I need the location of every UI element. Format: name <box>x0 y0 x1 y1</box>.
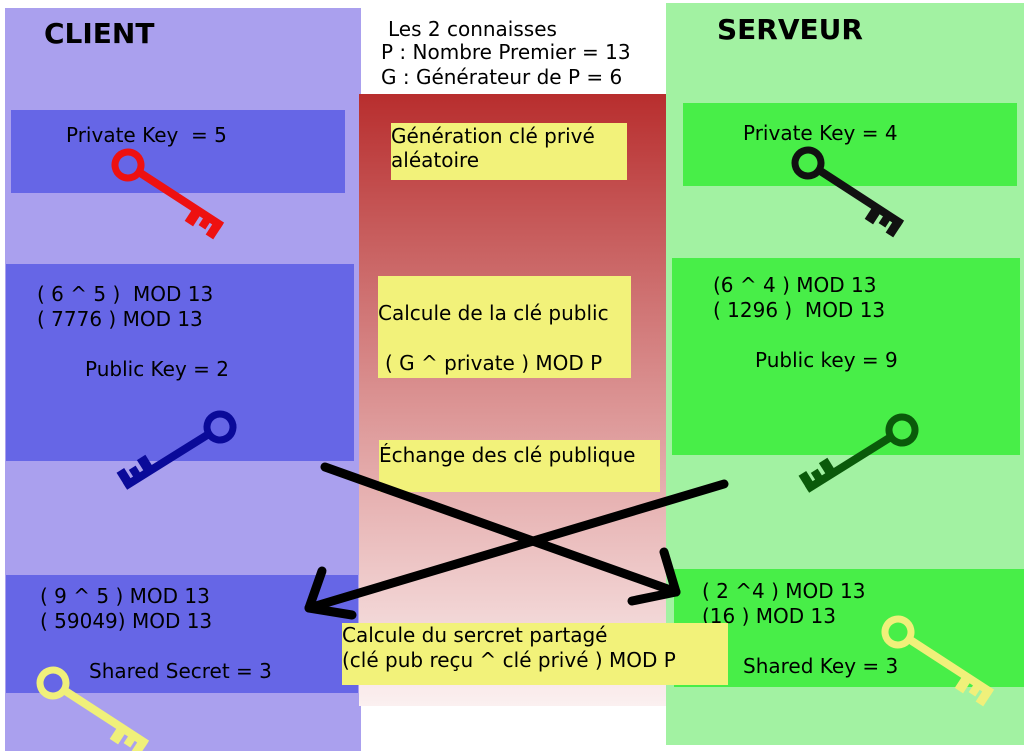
client-public-key-icon <box>116 410 237 490</box>
client-public-box <box>6 264 354 461</box>
arrow-server-to-client <box>304 479 729 613</box>
server-shared-key-icon <box>881 615 995 707</box>
client-public-calc-1: ( 6 ^ 5 ) MOD 13 <box>37 282 214 306</box>
note-shared-calc-line-2: (clé pub reçu ^ clé privé ) MOD P <box>342 648 676 672</box>
client-secret-calc-1: ( 9 ^ 5 ) MOD 13 <box>40 584 210 608</box>
client-public-calc-2: ( 7776 ) MOD 13 <box>37 307 203 331</box>
server-public-calc-2: ( 1296 ) MOD 13 <box>713 298 886 322</box>
note-exchange-label: Échange des clé publique <box>379 443 636 467</box>
known-prime: P : Nombre Premier = 13 <box>381 40 631 64</box>
server-private-key-label: Private Key = 4 <box>743 121 898 145</box>
note-exchange <box>379 440 660 492</box>
client-public-key-label: Public Key = 2 <box>85 357 230 381</box>
client-secret-calc-2: ( 59049) MOD 13 <box>40 609 213 633</box>
arrow-server-to-client-head <box>304 566 357 620</box>
client-private-box <box>11 110 345 193</box>
server-title: SERVEUR <box>717 13 863 46</box>
client-shared-key-icon <box>36 666 150 751</box>
client-private-key-label: Private Key = 5 <box>66 123 227 147</box>
server-private-box <box>683 103 1017 186</box>
server-shared-key-label: Shared Key = 3 <box>743 654 899 678</box>
note-shared-calc-line-1: Calcule du sercret partagé <box>342 623 608 647</box>
note-shared-calc <box>342 623 728 685</box>
server-public-key-icon <box>798 413 919 493</box>
note-generation <box>391 123 627 180</box>
known-generator: G : Générateur de P = 6 <box>381 65 623 89</box>
server-private-key-icon <box>791 146 905 238</box>
note-public-calc <box>378 276 631 378</box>
client-private-key-icon <box>111 148 225 240</box>
note-generation-line-1: Génération clé privé <box>391 124 595 148</box>
arrow-client-to-server <box>320 462 681 597</box>
note-public-calc-line-2: ( G ^ private ) MOD P <box>385 351 603 375</box>
note-public-calc-line-1: Calcule de la clé public <box>378 301 609 325</box>
arrow-client-to-server-head <box>627 547 681 606</box>
server-public-box <box>672 258 1020 455</box>
server-secret-box <box>674 569 1024 687</box>
known-values-heading: Les 2 connaisses <box>388 17 557 41</box>
note-generation-line-2: aléatoire <box>391 148 480 172</box>
server-secret-calc-1: ( 2 ^4 ) MOD 13 <box>702 579 866 603</box>
server-public-key-label: Public key = 9 <box>755 348 898 372</box>
process-column <box>359 94 666 706</box>
server-public-calc-1: (6 ^ 4 ) MOD 13 <box>713 273 877 297</box>
client-shared-secret-label: Shared Secret = 3 <box>89 659 272 683</box>
client-title: CLIENT <box>44 17 155 50</box>
